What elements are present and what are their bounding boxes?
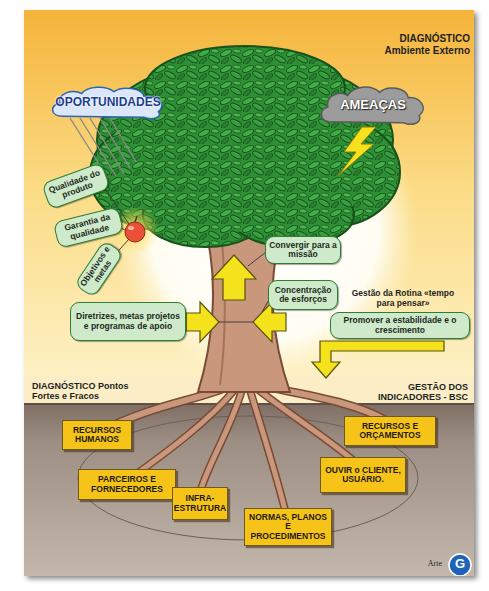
node-text: INFRA-ESTRUTURA: [174, 494, 226, 513]
lightning: [338, 127, 376, 176]
resource-box: OUVIR o CLIENTE, USUÁRIO.: [320, 457, 406, 493]
logo-circle: [449, 554, 471, 576]
ground-line: [24, 403, 474, 405]
logo-letter: G: [449, 557, 471, 572]
node-text: Concentração de esforços: [272, 286, 334, 305]
node-text: OUVIR o CLIENTE, USUÁRIO.: [324, 466, 402, 485]
soil: [24, 404, 474, 576]
cloud-outline: [321, 87, 423, 124]
node-text: AMEAÇAS: [340, 98, 406, 112]
callout-box: Convergir para a missão: [265, 236, 341, 264]
rain-line: [110, 118, 136, 162]
threat-cloud: AMEAÇAS: [318, 84, 428, 126]
trunk-shade: [220, 240, 225, 385]
heading-label: DIAGNÓSTICO Pontos Fortes e Fracos: [32, 381, 157, 402]
trunk-line: [218, 322, 254, 323]
sky: [24, 10, 474, 410]
node-text: Diretrizes, metas projetos e programas d…: [74, 312, 182, 331]
apple-stem: [135, 216, 137, 222]
heading-label: GESTÃO DOS INDICADORES - BSC: [352, 382, 468, 403]
credit-label: Arte: [412, 559, 442, 568]
node-text: PARCEIROS E FORNECEDORES: [82, 475, 172, 494]
resource-box: RECURSOS HUMANOS: [62, 420, 132, 450]
callout-box: Diretrizes, metas projetos e programas d…: [70, 302, 186, 341]
node-text: Promover a estabilidade e o crescimento: [334, 316, 466, 335]
node-text: NORMAS, PLANOS E PROCEDIMENTOS: [248, 513, 328, 541]
root: [200, 390, 242, 492]
bent-arrow: [312, 341, 444, 378]
node-text: OPORTUNIDADES: [55, 96, 160, 109]
resource-box: INFRA-ESTRUTURA: [172, 487, 228, 520]
cloud-outline: [53, 87, 162, 118]
node-text: Convergir para a missão: [269, 241, 337, 260]
apple-shine: [128, 226, 134, 230]
callout-box: Concentração de esforços: [268, 280, 338, 310]
note-label: Gestão da Rotina «tempo para pensar»: [348, 289, 458, 309]
root: [128, 388, 236, 480]
node-text: RECURSOS HUMANOS: [66, 426, 128, 445]
callout-box: Promover a estabilidade e o crescimento: [330, 312, 470, 339]
tree-crown: [90, 46, 400, 247]
resource-box: PARCEIROS E FORNECEDORES: [78, 469, 176, 500]
root: [200, 390, 242, 492]
resource-box: RECURSOS E ORÇAMENTOS: [344, 416, 436, 446]
opportunity-cloud: OPORTUNIDADES: [48, 84, 168, 122]
scene: [24, 10, 474, 576]
apple: [125, 222, 145, 242]
resource-box: NORMAS, PLANOS E PROCEDIMENTOS: [244, 508, 332, 546]
heading-label: DIAGNÓSTICO Ambiente Externo: [368, 33, 470, 56]
up-arrow: [212, 255, 256, 300]
root: [128, 388, 236, 480]
node-text: RECURSOS E ORÇAMENTOS: [348, 422, 432, 441]
right-arrow: [186, 302, 219, 342]
leader-line: [248, 252, 266, 266]
